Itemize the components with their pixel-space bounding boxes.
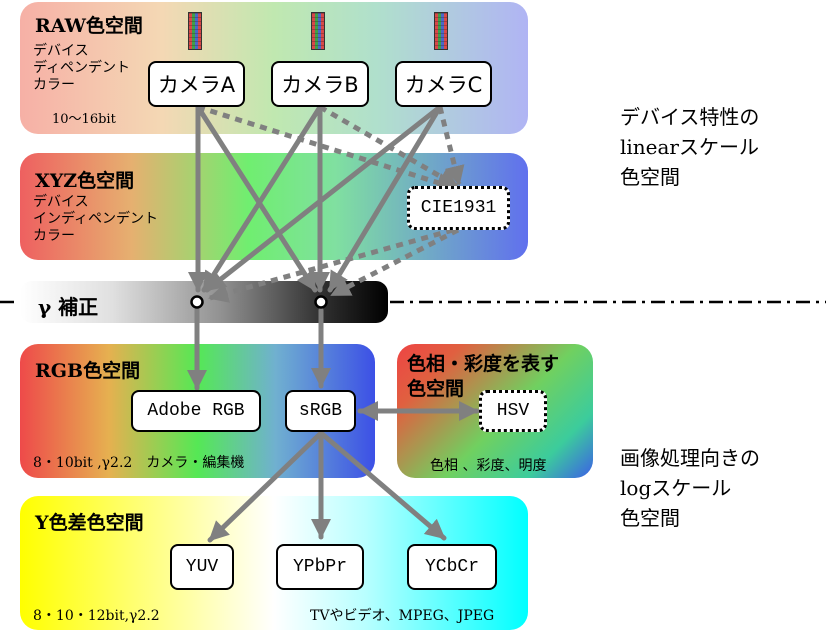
raw-note: デバイス ディペンデント カラー — [33, 43, 131, 93]
sensor-icon — [434, 12, 448, 50]
adobe-rgb-node: Adobe RGB — [131, 390, 261, 432]
srgb-node: sRGB — [285, 390, 356, 432]
camera-a-node: カメラA — [148, 61, 245, 107]
sensor-icon — [188, 12, 202, 50]
cie1931-node: CIE1931 — [407, 186, 510, 230]
sensor-icon — [311, 12, 325, 50]
linear-scale-label: デバイス特性の linearスケール 色空間 — [620, 105, 760, 189]
ypbpr-node: YPbPr — [276, 544, 364, 590]
camera-b-node: カメラB — [271, 61, 369, 107]
gamma-title: γ 補正 — [38, 295, 99, 319]
raw-title: RAW色空間 — [35, 15, 143, 37]
xyz-note: デバイス インディペンデント カラー — [33, 194, 159, 244]
junction-point — [314, 295, 328, 309]
rgb-title: RGB色空間 — [35, 360, 141, 382]
ycc-title: Y色差色空間 — [35, 512, 144, 534]
raw-bits: 10～16bit — [52, 112, 116, 127]
junction-point — [190, 295, 204, 309]
hue-title: 色相・彩度を表す 色空間 — [407, 353, 560, 400]
ycbcr-node: YCbCr — [407, 544, 497, 590]
ycc-footer-left: 8・10・12bit,γ2.2 — [33, 608, 160, 624]
hue-footer: 色相 、彩度、明度 — [430, 458, 547, 474]
ycc-footer-right: TVやビデオ、MPEG、JPEG — [310, 608, 495, 624]
xyz-title: XYZ色空間 — [35, 170, 135, 192]
rgb-footer: 8・10bit ,γ2.2 カメラ・編集機 — [33, 455, 245, 471]
log-scale-label: 画像処理向きの logスケール 色空間 — [620, 446, 760, 530]
camera-c-node: カメラC — [395, 61, 492, 107]
hsv-node: HSV — [479, 390, 547, 432]
yuv-node: YUV — [170, 544, 234, 590]
